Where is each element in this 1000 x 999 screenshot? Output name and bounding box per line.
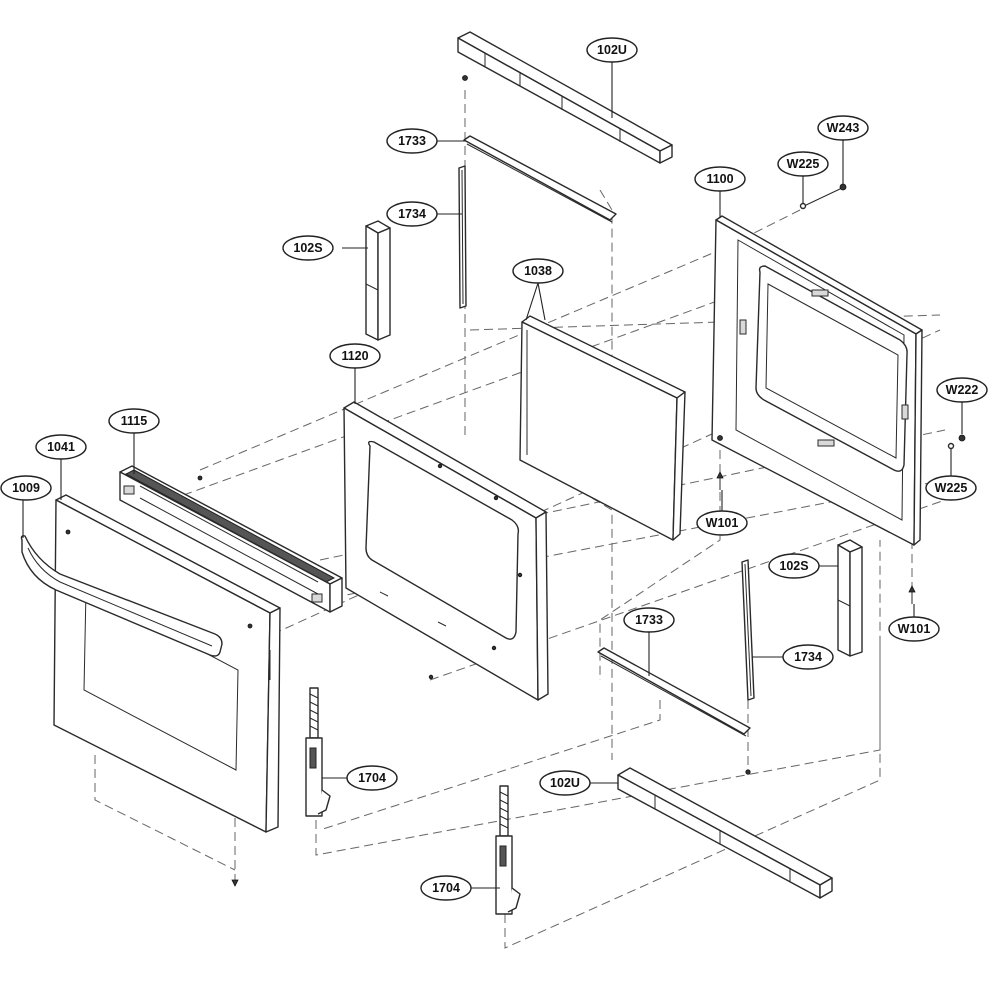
bottom-trim-102U — [617, 767, 833, 899]
hinge-1704-left — [305, 687, 331, 817]
callout-102U-bottom: 102U — [539, 770, 591, 796]
callout-label: 1734 — [398, 207, 426, 221]
screw-under-door — [231, 879, 239, 887]
callout-label: 1038 — [524, 264, 552, 278]
side-seal-1734-left — [458, 165, 467, 309]
inner-door-frame-1100 — [711, 215, 923, 546]
screw-W222 — [958, 434, 966, 442]
glass-panel-1038 — [519, 315, 686, 541]
callout-label: 1733 — [398, 134, 426, 148]
callout-label: W225 — [935, 481, 968, 495]
callout-label: 1704 — [358, 771, 386, 785]
hinge-1704-bottom — [495, 785, 521, 915]
callout-W222: W222 — [936, 377, 988, 403]
callout-1734-bottom: 1734 — [782, 644, 834, 670]
callout-1120: 1120 — [329, 343, 381, 369]
top-trim-102U — [457, 31, 673, 164]
spacer-102S-right — [837, 539, 863, 657]
seal-strip-1733-top — [463, 135, 617, 223]
callout-102S-left: 102S — [282, 235, 334, 261]
middle-door-panel-1120 — [343, 401, 549, 701]
washer-W225-right — [947, 442, 955, 450]
callout-W243: W243 — [817, 115, 869, 141]
callout-label: W243 — [827, 121, 860, 135]
screw-W101-mid — [716, 471, 724, 490]
callout-1704-bottom: 1704 — [420, 875, 472, 901]
callout-1009: 1009 — [0, 475, 52, 501]
callout-1733-top: 1733 — [386, 128, 438, 154]
callout-1038: 1038 — [512, 258, 564, 284]
door-handle-1009 — [20, 535, 223, 657]
seal-strip-1733-bottom — [597, 647, 751, 775]
callout-1115: 1115 — [108, 408, 160, 434]
callout-label: W222 — [946, 383, 979, 397]
callout-label: W101 — [898, 622, 931, 636]
callout-1704-left: 1704 — [346, 765, 398, 791]
callout-label: 1115 — [121, 414, 147, 428]
callout-W101-mid: W101 — [696, 510, 748, 536]
screw-W101-right — [908, 585, 916, 604]
outer-door-1041 — [53, 494, 281, 833]
callout-1100: 1100 — [694, 166, 746, 192]
callout-label: 1041 — [47, 440, 75, 454]
callout-1734-top: 1734 — [386, 201, 438, 227]
callout-102U-top: 102U — [586, 37, 638, 63]
callout-label: 102U — [597, 43, 627, 57]
callout-label: 1704 — [432, 881, 460, 895]
control-strip-1115 — [119, 465, 343, 613]
washer-W225-top — [799, 202, 807, 210]
callout-label: W225 — [787, 157, 820, 171]
leader-lines — [22, 62, 963, 889]
callout-label: 1734 — [794, 650, 822, 664]
callout-label: 102U — [550, 776, 580, 790]
callout-102S-right: 102S — [768, 553, 820, 579]
spacer-102S-left — [365, 220, 391, 341]
callout-1733-bottom: 1733 — [623, 607, 675, 633]
callout-label: 102S — [293, 241, 322, 255]
side-seal-1734-right — [741, 559, 755, 701]
callout-W101-right: W101 — [888, 616, 940, 642]
callout-W225-right: W225 — [925, 475, 977, 501]
callout-label: 102S — [779, 559, 808, 573]
callout-1041: 1041 — [35, 434, 87, 460]
callout-label: 1100 — [706, 172, 733, 186]
callout-label: 1009 — [12, 481, 40, 495]
callout-W225-top: W225 — [777, 151, 829, 177]
callout-label: W101 — [706, 516, 739, 530]
screw-W243 — [803, 183, 847, 207]
callout-label: 1120 — [341, 349, 368, 363]
callout-label: 1733 — [635, 613, 663, 627]
